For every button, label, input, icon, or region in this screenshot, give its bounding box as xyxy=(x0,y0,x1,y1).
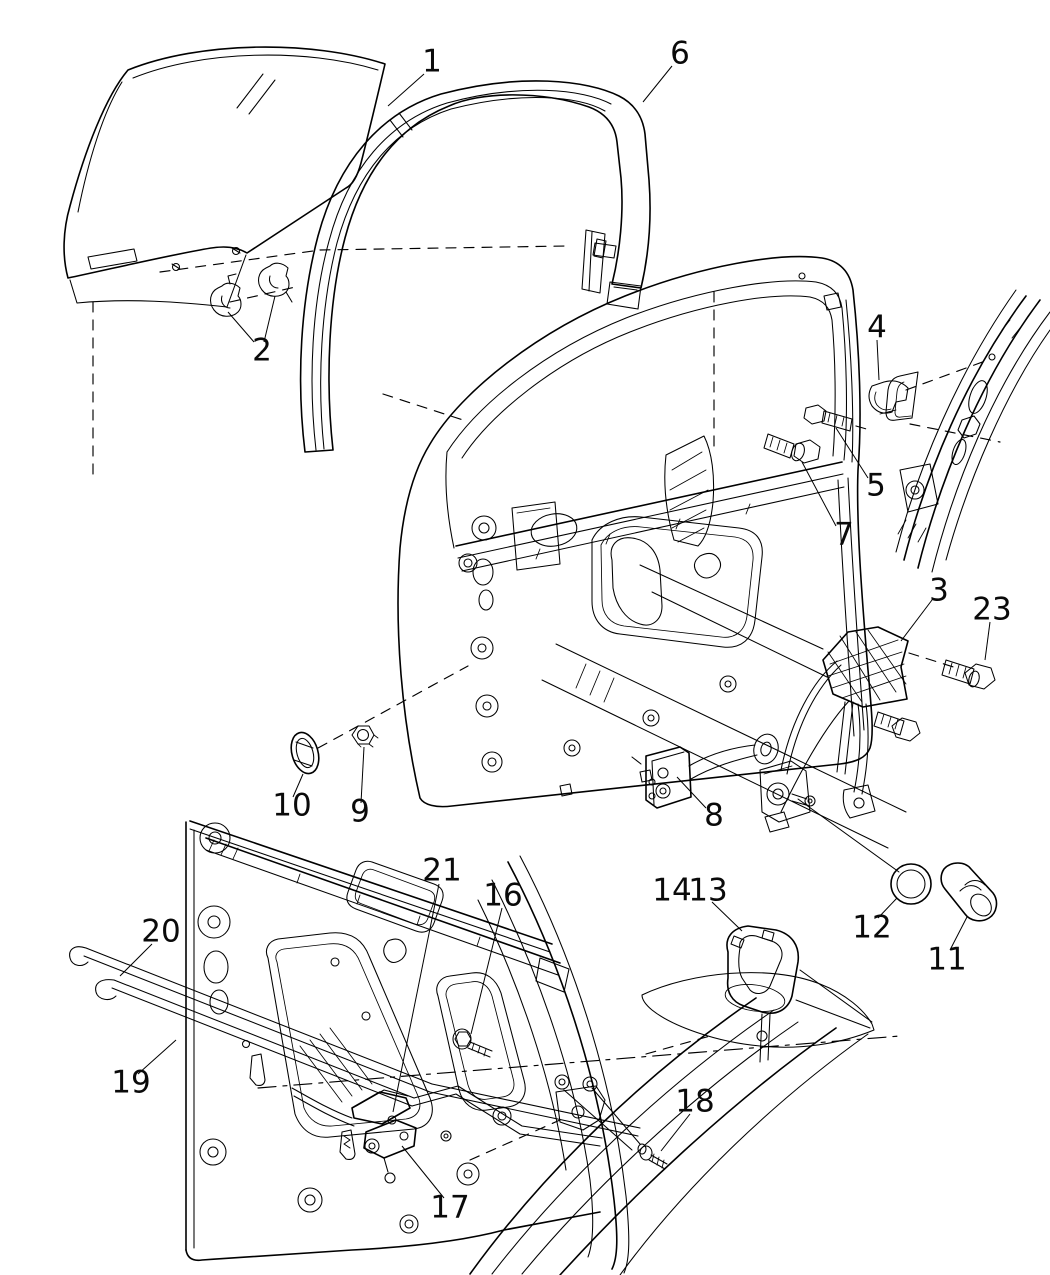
callout-21: 21 xyxy=(422,853,461,889)
callout-1: 1 xyxy=(422,44,442,80)
callout-13: 13 xyxy=(688,873,727,909)
callout-14: 14 xyxy=(652,873,691,909)
body-side-curves xyxy=(469,997,869,1275)
nut-9 xyxy=(317,665,469,749)
callout-17: 17 xyxy=(430,1190,469,1226)
callout-7: 7 xyxy=(834,517,854,553)
glass-run-channel xyxy=(299,80,651,453)
callout-10: 10 xyxy=(272,788,311,824)
bolt-7 xyxy=(763,433,821,464)
callout-labels: 1 2 3 4 5 6 7 8 9 10 11 12 13 14 16 17 1… xyxy=(111,36,1011,1226)
door-latch xyxy=(291,1087,417,1184)
lock-rod-19 xyxy=(95,979,603,1147)
callout-3: 3 xyxy=(929,573,949,609)
sash-applique xyxy=(581,229,607,294)
regulator-mount-bolt xyxy=(873,711,921,742)
lower-door-panel xyxy=(185,820,901,1274)
callout-2: 2 xyxy=(252,333,272,369)
callout-12: 12 xyxy=(852,910,891,946)
callout-16: 16 xyxy=(483,878,522,914)
screw-18 xyxy=(637,1143,668,1170)
callout-4: 4 xyxy=(867,310,887,346)
callout-6: 6 xyxy=(670,36,690,72)
callout-8: 8 xyxy=(704,798,724,834)
glass-clips xyxy=(159,245,567,317)
callout-11: 11 xyxy=(927,942,966,978)
callout-18: 18 xyxy=(675,1084,714,1120)
b-pillar-section xyxy=(895,289,1050,573)
lock-rod-20 xyxy=(69,946,641,1137)
bolt-5 xyxy=(803,404,871,432)
striker-and-shim xyxy=(868,371,919,421)
callout-19: 19 xyxy=(111,1065,150,1101)
bolt-23 xyxy=(941,659,996,690)
callout-20: 20 xyxy=(141,914,180,950)
outside-handle xyxy=(641,925,875,1063)
door-glass xyxy=(63,46,386,479)
rear-door-shell xyxy=(382,255,907,849)
plug-10 xyxy=(290,731,320,775)
callout-5: 5 xyxy=(866,468,886,504)
window-regulator xyxy=(639,564,961,833)
check-strap xyxy=(631,733,779,809)
bolt-16 xyxy=(452,1028,493,1058)
lock-knob-11 xyxy=(940,862,998,922)
callout-9: 9 xyxy=(350,794,370,830)
gasket-ring-12 xyxy=(797,798,932,905)
callout-23: 23 xyxy=(972,592,1011,628)
